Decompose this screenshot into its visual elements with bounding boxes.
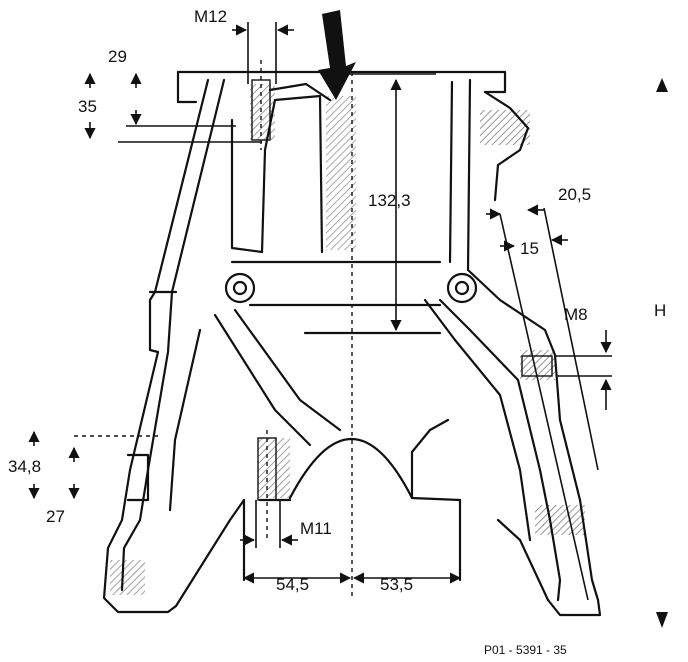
dim-side-right: [486, 204, 599, 601]
label-h: H: [654, 301, 666, 320]
label-27: 27: [46, 507, 65, 526]
label-m11: M11: [300, 519, 332, 538]
label-29: 29: [108, 47, 127, 66]
label-53-5: 53,5: [380, 575, 413, 594]
label-35: 35: [78, 97, 97, 116]
label-m8: M8: [564, 305, 588, 324]
hatched-sections: [110, 84, 585, 595]
dim-height: [340, 73, 436, 332]
reference-code: P01 - 5391 - 35: [484, 643, 567, 657]
label-132-3: 132,3: [368, 191, 411, 210]
casting-outline: [102, 70, 602, 617]
h-arrow-down-icon: [656, 612, 668, 628]
dim-top-left: [84, 72, 262, 143]
bolt-hole-m12: [251, 60, 271, 150]
label-54-5: 54,5: [276, 575, 309, 594]
dim-m12: [232, 22, 294, 84]
bolt-hole-m11: [257, 430, 277, 540]
label-34-8: 34,8: [8, 457, 41, 476]
h-arrow-up-icon: [656, 78, 668, 92]
dim-m11: [240, 500, 298, 548]
label-20-5: 20,5: [558, 185, 591, 204]
oil-gallery-left: [224, 272, 256, 304]
label-15: 15: [520, 239, 539, 258]
label-m12: M12: [194, 7, 227, 26]
dim-m8: [556, 330, 612, 410]
dim-low-left: [28, 430, 160, 500]
indicator-arrow-icon: [318, 10, 356, 100]
oil-gallery-right: [446, 272, 478, 304]
